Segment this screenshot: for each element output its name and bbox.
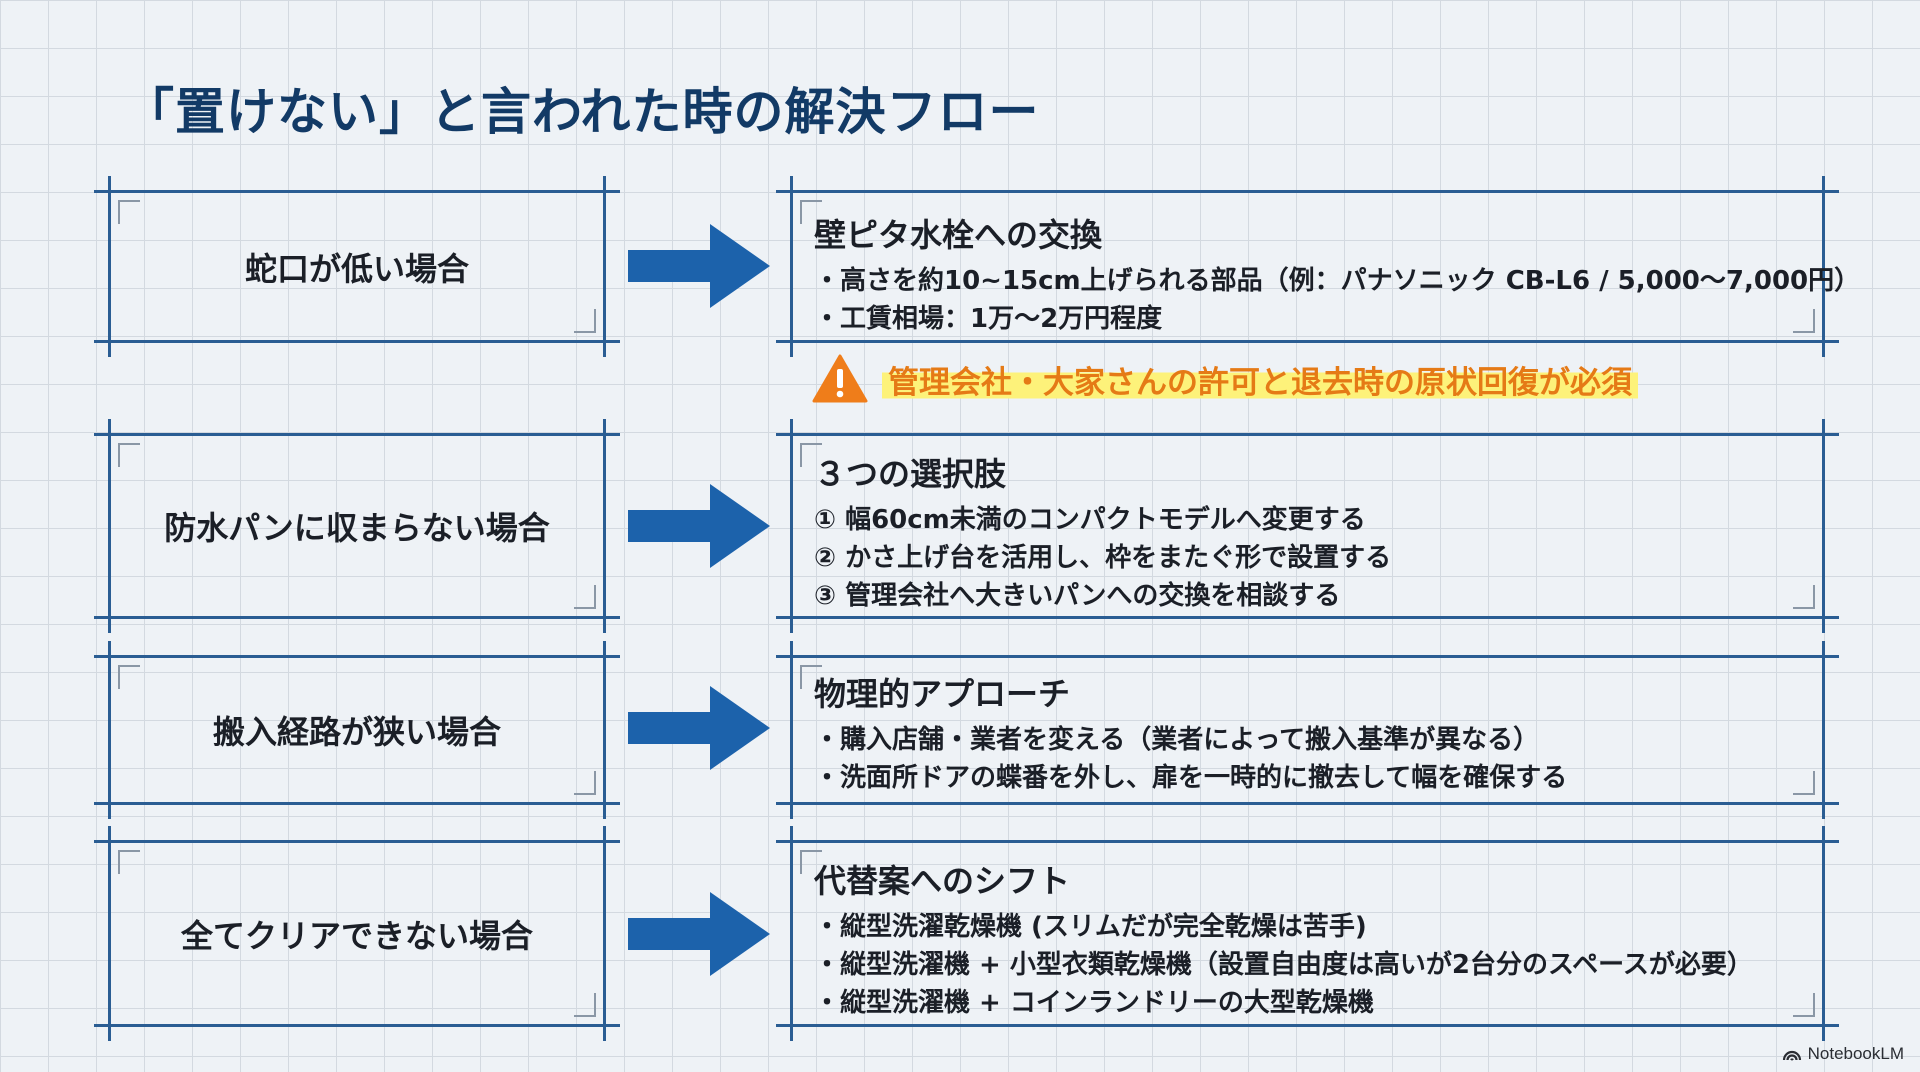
arrow-right-icon (628, 224, 770, 308)
solution-item: ・縦型洗濯乾燥機 (スリムだが完全乾燥は苦手) (814, 912, 1367, 942)
solution-item: ・高さを約10~15cm上げられる部品（例：パナソニック CB-L6 / 5,0… (814, 266, 1861, 296)
solution-item: ② かさ上げ台を活用し、枠をまたぐ形で設置する (814, 543, 1392, 573)
solution-item: ・洗面所ドアの蝶番を外し、扉を一時的に撤去して幅を確保する (814, 763, 1568, 793)
case-box-low-faucet: 蛇口が低い場合 (94, 176, 620, 357)
solution-item: ① 幅60cm未満のコンパクトモデルへ変更する (814, 505, 1366, 535)
case-label: 全てクリアできない場合 (180, 916, 533, 955)
arrow-right-icon (628, 686, 770, 770)
notebooklm-watermark: NotebookLM (1782, 1044, 1904, 1064)
case-label: 蛇口が低い場合 (244, 249, 469, 288)
warning-callout: 管理会社・大家さんの許可と退去時の原状回復が必須 (812, 354, 1638, 404)
solution-item: ・縦型洗濯機 + 小型衣類乾燥機（設置自由度は高いが2台分のスペースが必要） (814, 950, 1753, 980)
warning-triangle-icon (812, 354, 868, 403)
solution-title: ３つの選択肢 (814, 455, 1007, 493)
solution-box-three-options: ３つの選択肢 ① 幅60cm未満のコンパクトモデルへ変更する ② かさ上げ台を活… (776, 419, 1839, 633)
case-label: 搬入経路が狭い場合 (212, 713, 501, 751)
case-box-waterproof-pan: 防水パンに収まらない場合 (94, 419, 620, 633)
solution-box-faucet-replacement: 壁ピタ水栓への交換 ・高さを約10~15cm上げられる部品（例：パナソニック C… (776, 176, 1861, 357)
solution-item: ③ 管理会社へ大きいパンへの交換を相談する (814, 581, 1341, 611)
solution-title: 壁ピタ水栓への交換 (814, 216, 1103, 254)
solution-item: ・縦型洗濯機 + コインランドリーの大型乾燥機 (814, 988, 1374, 1018)
solution-box-alternatives: 代替案へのシフト ・縦型洗濯乾燥機 (スリムだが完全乾燥は苦手) ・縦型洗濯機 … (776, 826, 1839, 1041)
case-box-narrow-path: 搬入経路が狭い場合 (94, 641, 620, 819)
solution-title: 代替案へのシフト (814, 862, 1071, 900)
notebooklm-logo-icon (1782, 1050, 1801, 1061)
arrow-right-icon (628, 484, 770, 568)
page-title: 「置けない」と言われた時の解決フロー (124, 83, 1040, 141)
solution-box-physical-approach: 物理的アプローチ ・購入店舗・業者を変える（業者によって搬入基準が異なる） ・洗… (776, 641, 1839, 819)
case-box-none-clear: 全てクリアできない場合 (94, 826, 620, 1041)
solution-title: 物理的アプローチ (814, 675, 1071, 713)
solution-item: ・工賃相場：1万〜2万円程度 (814, 304, 1163, 334)
solution-item: ・購入店舗・業者を変える（業者によって搬入基準が異なる） (814, 725, 1540, 755)
arrow-right-icon (628, 892, 770, 976)
case-label: 防水パンに収まらない場合 (164, 509, 550, 547)
warning-text: 管理会社・大家さんの許可と退去時の原状回復が必須 (882, 356, 1638, 402)
brand-label: NotebookLM (1807, 1044, 1904, 1063)
